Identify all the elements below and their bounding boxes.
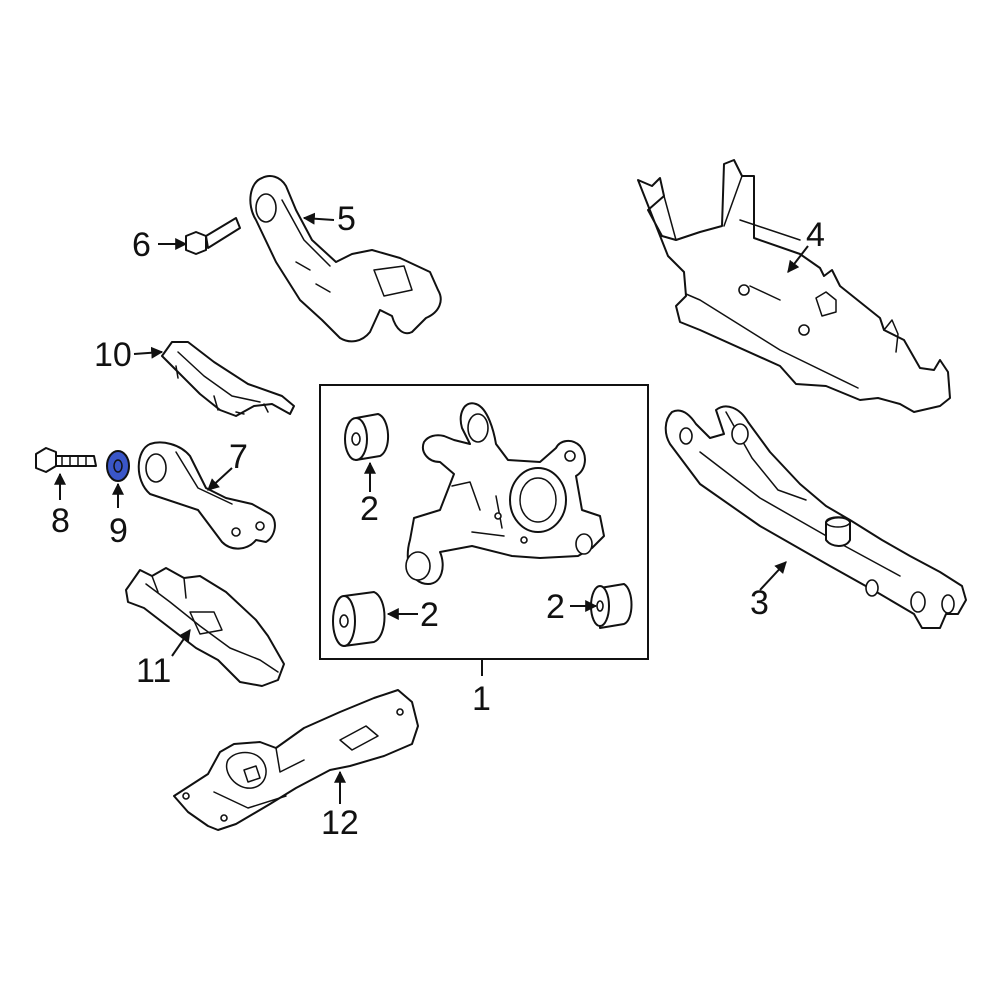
callout-1: 1: [472, 680, 491, 718]
bolt-part-8[interactable]: [35, 447, 97, 473]
callout-11: 11: [136, 652, 171, 690]
callout-8: 8: [51, 502, 70, 540]
callout-12: 12: [321, 804, 359, 842]
callout-4: 4: [806, 216, 825, 254]
callout-2-top: 2: [360, 490, 379, 528]
knuckle-assembly-box: [319, 384, 649, 660]
bracket-part-11[interactable]: [125, 567, 285, 687]
bolt-part-6[interactable]: [185, 217, 241, 255]
lower-control-arm-part-7[interactable]: [137, 441, 276, 550]
knuckle-part-1[interactable]: [405, 402, 605, 585]
upper-control-arm-part-5[interactable]: [249, 175, 442, 343]
bracket-part-12[interactable]: [173, 689, 419, 831]
callout-2-right: 2: [546, 588, 565, 626]
bushing-part-2-top[interactable]: [344, 413, 389, 461]
bushing-part-2-right[interactable]: [590, 583, 633, 629]
callout-3: 3: [750, 584, 769, 622]
callout-6: 6: [132, 226, 151, 264]
shield-part-10[interactable]: [161, 341, 295, 417]
washer-part-9[interactable]: [106, 450, 130, 482]
subframe-part-3[interactable]: [664, 405, 967, 629]
callout-leaders: [54, 212, 809, 804]
callout-9: 9: [109, 512, 128, 550]
callout-5: 5: [337, 200, 356, 238]
callout-7: 7: [229, 438, 248, 476]
callout-10: 10: [94, 336, 132, 374]
callout-2-left: 2: [420, 596, 439, 634]
protective-cover-part-4[interactable]: [637, 159, 951, 413]
bushing-part-2-left[interactable]: [332, 591, 386, 647]
